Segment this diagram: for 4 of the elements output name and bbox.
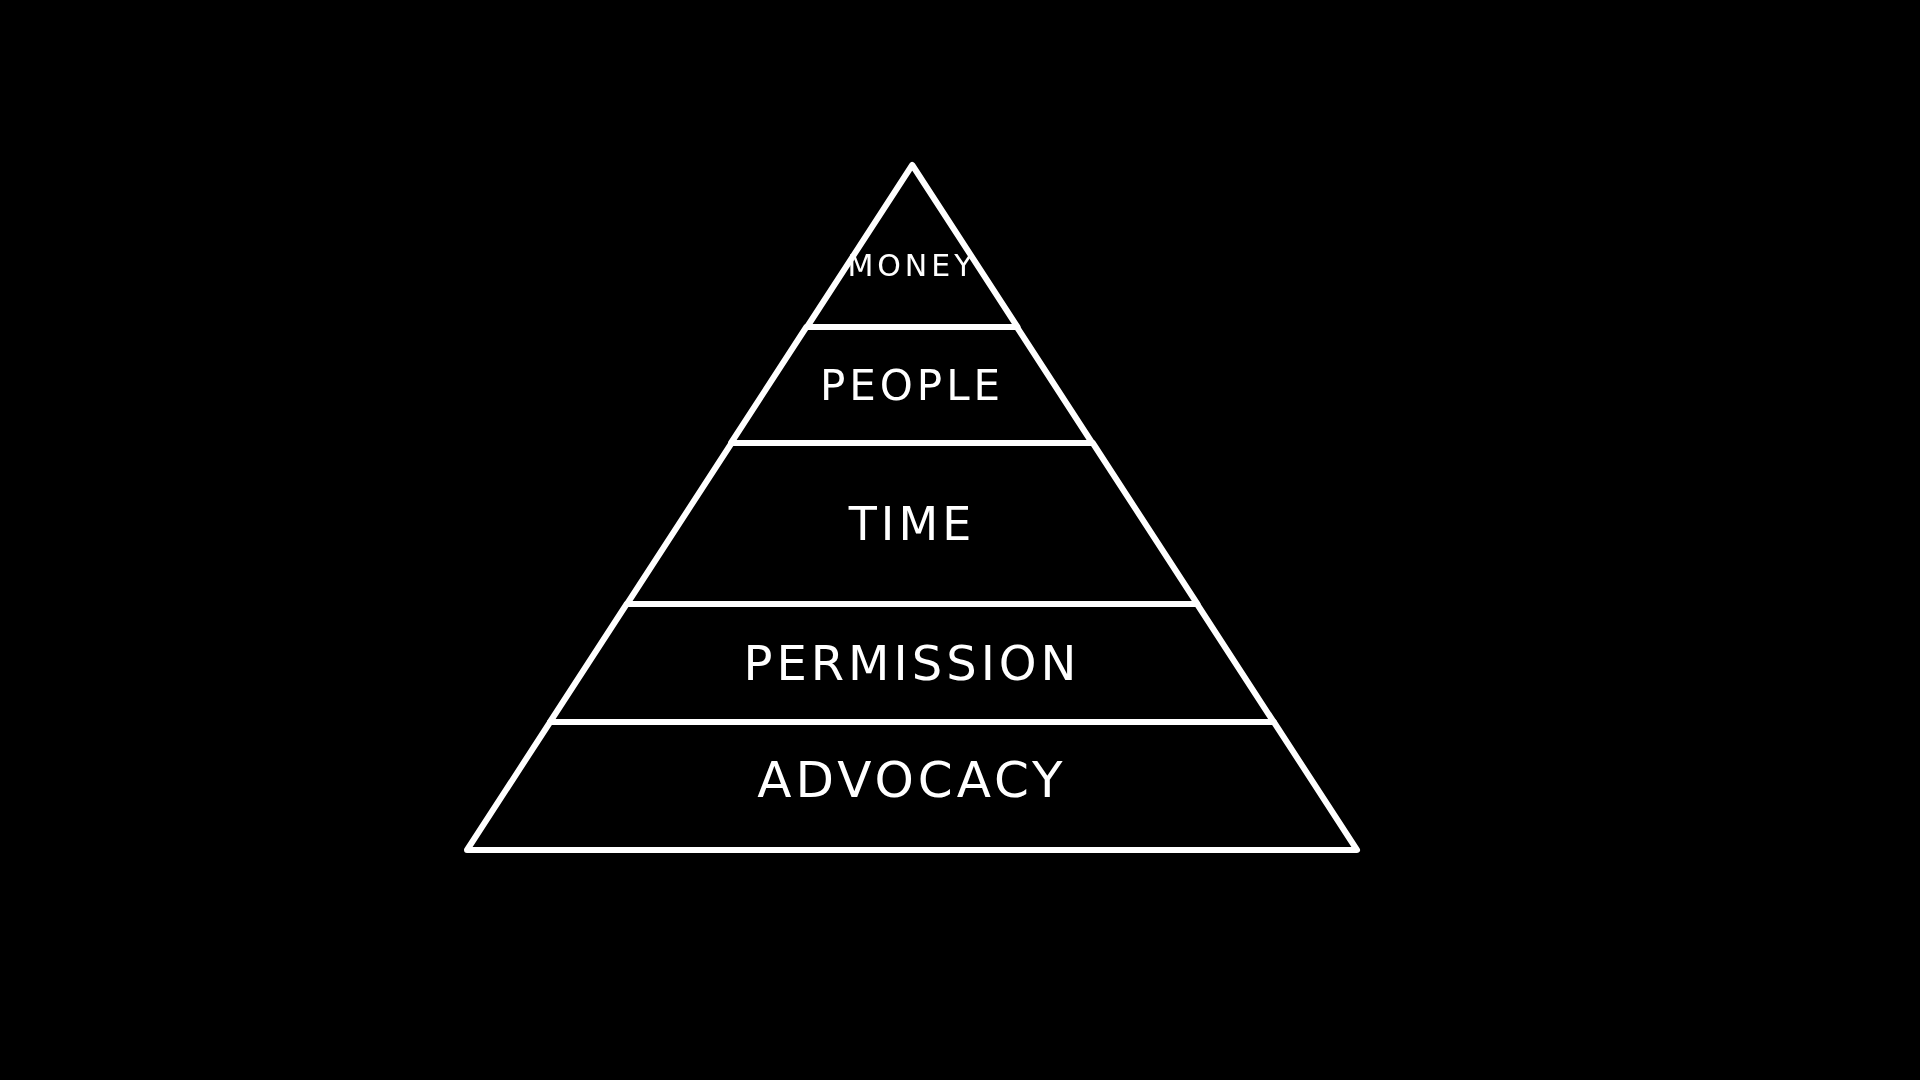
level-label: TIME bbox=[848, 496, 976, 551]
level-label: PERMISSION bbox=[743, 635, 1081, 691]
level-label: ADVOCACY bbox=[757, 750, 1067, 809]
level-label: PEOPLE bbox=[819, 360, 1005, 410]
